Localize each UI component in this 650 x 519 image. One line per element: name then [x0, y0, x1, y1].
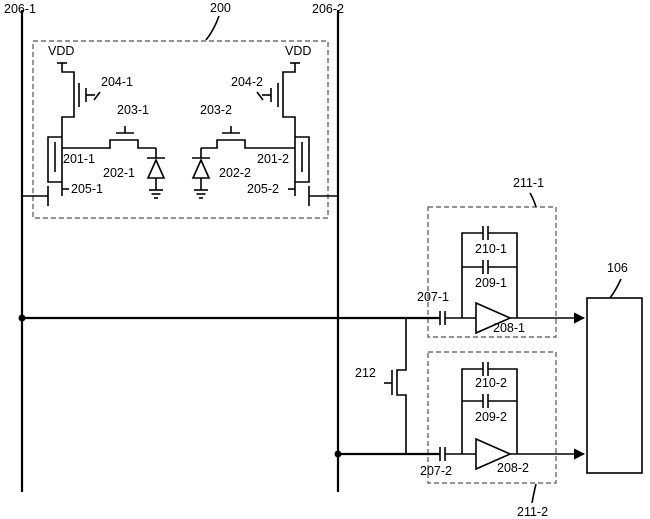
amp-block-211-1-leader — [529, 192, 537, 208]
output-block-label: 106 — [607, 261, 628, 275]
select-transistor-201-2 — [294, 121, 310, 183]
label-208-2: 208-2 — [497, 461, 529, 475]
label-210-1: 210-1 — [475, 242, 507, 256]
vdd-right-label: VDD — [285, 44, 311, 58]
label-208-1: 208-1 — [493, 321, 525, 335]
label-207-2: 207-2 — [420, 464, 452, 478]
bus-label-206-1: 206-1 — [4, 2, 36, 16]
label-204-2: 204-2 — [231, 75, 263, 89]
label-203-2: 203-2 — [200, 103, 232, 117]
amp-transistor-204-2 — [282, 63, 296, 121]
node-dot-right — [334, 450, 342, 458]
amp-block-211-2 — [427, 351, 557, 484]
node-dot-left — [18, 314, 26, 322]
label-203-1: 203-1 — [117, 103, 149, 117]
label-212: 212 — [355, 366, 376, 380]
pixel-block-200 — [32, 40, 329, 219]
transfer-transistor-203-1 — [62, 139, 156, 149]
vdd-left-label: VDD — [48, 44, 74, 58]
label-209-1: 209-1 — [475, 276, 507, 290]
amplifier-208-2 — [475, 437, 512, 471]
reset-transistor-205-1 — [22, 186, 49, 206]
label-205-1: 205-1 — [71, 182, 103, 196]
label-207-1: 207-1 — [417, 290, 449, 304]
amp-block-211-1-label: 211-1 — [513, 176, 544, 190]
leader-204-2 — [256, 91, 264, 101]
output-block-leader — [609, 278, 622, 299]
amp-block-211-2-leader — [531, 483, 537, 504]
bus-label-206-2: 206-2 — [312, 2, 344, 16]
photodiode-202-2 — [191, 158, 211, 179]
label-202-1: 202-1 — [103, 166, 135, 180]
reset-transistor-205-2 — [308, 186, 338, 206]
feedback-loop-1 — [461, 232, 518, 318]
feedback-loop-2 — [461, 368, 518, 454]
amp-transistor-204-1 — [61, 63, 75, 121]
label-201-1: 201-1 — [63, 152, 95, 166]
output-block-106 — [586, 297, 643, 474]
transfer-transistor-203-2 — [201, 139, 295, 149]
label-202-2: 202-2 — [219, 166, 251, 180]
amplifier-208-1 — [475, 301, 512, 335]
select-transistor-201-1 — [47, 121, 63, 183]
label-205-2: 205-2 — [247, 182, 279, 196]
photodiode-202-1 — [146, 158, 166, 179]
pixel-block-leader — [205, 15, 220, 41]
amp-block-211-2-label: 211-2 — [517, 505, 548, 519]
label-210-2: 210-2 — [475, 376, 507, 390]
label-209-2: 209-2 — [475, 410, 507, 424]
amp-block-211-1 — [427, 206, 557, 338]
pixel-block-label: 200 — [210, 1, 231, 15]
label-204-1: 204-1 — [101, 75, 133, 89]
switch-212-wire — [396, 318, 407, 454]
label-201-2: 201-2 — [257, 152, 289, 166]
leader-204-1 — [93, 91, 101, 101]
